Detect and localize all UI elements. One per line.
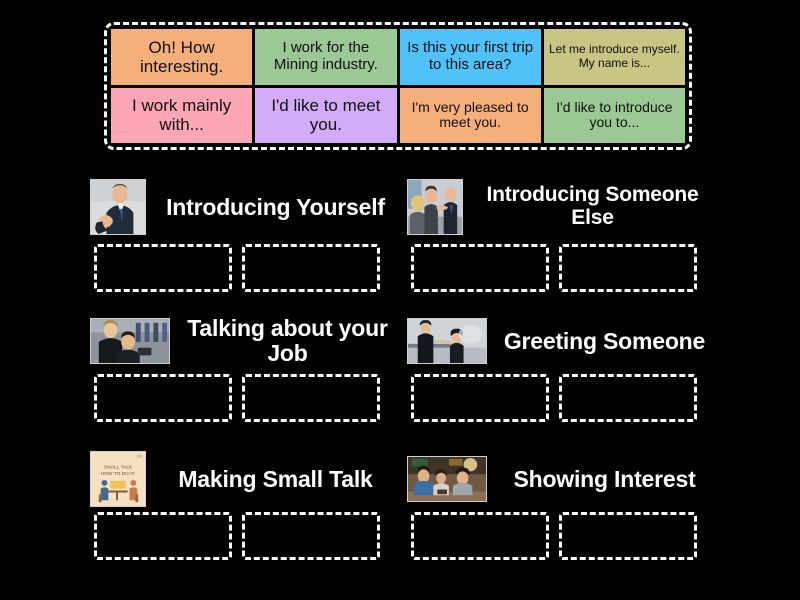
tile-row-1: Oh! How interesting. I work for the Mini…	[111, 29, 685, 85]
word-tile[interactable]: Is this your first trip to this area?	[399, 29, 541, 85]
category-header: Introducing Someone Else	[407, 166, 714, 244]
dropzone[interactable]	[559, 512, 697, 560]
word-tile-label: I'm very pleased to meet you.	[411, 98, 529, 131]
dropzone[interactable]	[94, 244, 232, 292]
category-label: Greeting Someone	[503, 327, 706, 354]
dropzone[interactable]	[242, 512, 380, 560]
category-cell-making-small-talk: SMALL TALK HOW TO DO IT. Making Small Ta…	[90, 442, 397, 580]
dropzone[interactable]	[559, 374, 697, 422]
category-cell-introducing-yourself: Introducing Yourself	[90, 166, 397, 304]
two-workers-in-store-photo	[90, 318, 170, 364]
word-tile[interactable]: Let me introduce myself. My name is...	[543, 29, 685, 85]
three-people-introduction-photo	[407, 179, 463, 235]
svg-text:SMALL TALK: SMALL TALK	[104, 464, 133, 470]
word-tile-label: Is this your first trip to this area?	[407, 38, 534, 73]
dropzone-row	[407, 374, 714, 422]
dropzone-row	[407, 512, 714, 560]
category-header: Talking about your Job	[90, 304, 397, 374]
category-label: Introducing Yourself	[166, 193, 385, 220]
word-tile-label: I work for the Mining industry.	[273, 38, 378, 73]
category-header: Introducing Yourself	[90, 166, 397, 244]
dropzone-row	[90, 374, 397, 422]
category-cell-talking-about-your-job: Talking about your Job	[90, 304, 397, 442]
dropzone[interactable]	[411, 244, 549, 292]
dropzone[interactable]	[242, 374, 380, 422]
word-tile-label: I'd like to introduce you to...	[556, 98, 673, 131]
dropzone[interactable]	[242, 244, 380, 292]
friends-talking-at-cafe-photo	[407, 456, 487, 502]
dropzone[interactable]	[94, 374, 232, 422]
category-cell-showing-interest: Showing Interest	[407, 442, 714, 580]
word-tile[interactable]: I'm very pleased to meet you.	[399, 87, 541, 143]
category-header: SMALL TALK HOW TO DO IT. Making Small Ta…	[90, 442, 397, 512]
businessman-handshake-photo	[90, 179, 146, 235]
word-tile[interactable]: I work mainly with...	[111, 87, 253, 143]
dropzone-row	[90, 244, 397, 292]
category-header: Greeting Someone	[407, 304, 714, 374]
couple-handshake-outdoors-photo	[407, 318, 487, 364]
word-tile[interactable]: I work for the Mining industry.	[255, 29, 397, 85]
category-label: Introducing Someone Else	[486, 183, 699, 229]
dropzone-row	[90, 512, 397, 560]
word-tile-label: I work mainly with...	[132, 96, 232, 135]
category-grid: Introducing Yourself	[90, 166, 714, 580]
small-talk-how-to-do-it-illustration: SMALL TALK HOW TO DO IT.	[90, 451, 146, 507]
word-tile[interactable]: I'd like to meet you.	[255, 87, 397, 143]
category-header: Showing Interest	[407, 442, 714, 512]
word-tile[interactable]: Oh! How interesting.	[111, 29, 253, 85]
word-tile[interactable]: I'd like to introduce you to...	[543, 87, 685, 143]
word-tile-label: Oh! How interesting.	[140, 37, 224, 76]
dropzone-row	[407, 244, 714, 292]
tile-row-2: I work mainly with... I'd like to meet y…	[111, 87, 685, 143]
word-tile-tray: Oh! How interesting. I work for the Mini…	[104, 22, 692, 150]
dropzone[interactable]	[559, 244, 697, 292]
svg-text:HOW TO DO IT.: HOW TO DO IT.	[101, 471, 136, 477]
dropzone[interactable]	[411, 374, 549, 422]
category-cell-greeting-someone: Greeting Someone	[407, 304, 714, 442]
category-cell-introducing-someone-else: Introducing Someone Else	[407, 166, 714, 304]
dropzone[interactable]	[94, 512, 232, 560]
dropzone[interactable]	[411, 512, 549, 560]
word-tile-label: Let me introduce myself. My name is...	[549, 42, 680, 70]
category-label: Talking about your Job	[187, 315, 388, 366]
word-tile-label: I'd like to meet you.	[271, 96, 381, 135]
category-label: Making Small Talk	[178, 465, 373, 492]
category-label: Showing Interest	[513, 465, 696, 492]
